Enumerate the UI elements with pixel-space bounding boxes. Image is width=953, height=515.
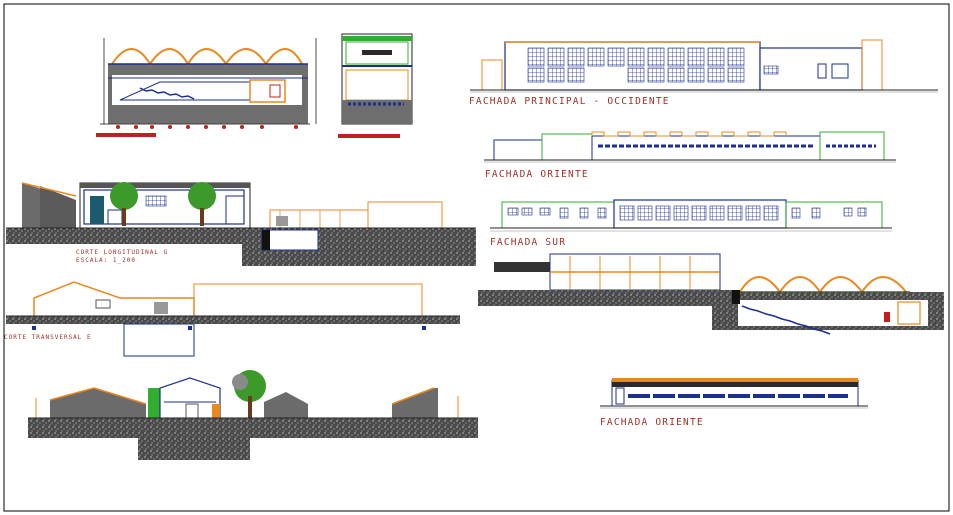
fachada-sur-elevation [490, 199, 892, 232]
label-corte-transversal: CORTE TRANSVERSAL E [4, 334, 92, 341]
cross-section-small [338, 33, 413, 138]
label-fachada-oriente-2: FACHADA ORIENTE [600, 417, 704, 428]
fachada-principal-elevation [470, 39, 938, 93]
label-escala: ESCALA: 1_200 [76, 257, 136, 264]
corte-longitudinal-section [6, 182, 476, 266]
label-fachada-principal: FACHADA PRINCIPAL - OCCIDENTE [469, 96, 670, 107]
section-bottom-left [28, 370, 478, 460]
label-fachada-sur: FACHADA SUR [490, 237, 566, 248]
corte-transversal-section [6, 281, 460, 357]
section-right-middle [478, 253, 944, 335]
auditorium-section [96, 38, 317, 137]
label-corte-longitudinal: CORTE LONGITUDINAL G [76, 249, 168, 256]
sheet-border [3, 3, 950, 512]
label-fachada-oriente-1: FACHADA ORIENTE [485, 169, 589, 180]
fachada-oriente-elevation-2 [600, 378, 868, 409]
fachada-oriente-elevation-1 [484, 131, 896, 163]
